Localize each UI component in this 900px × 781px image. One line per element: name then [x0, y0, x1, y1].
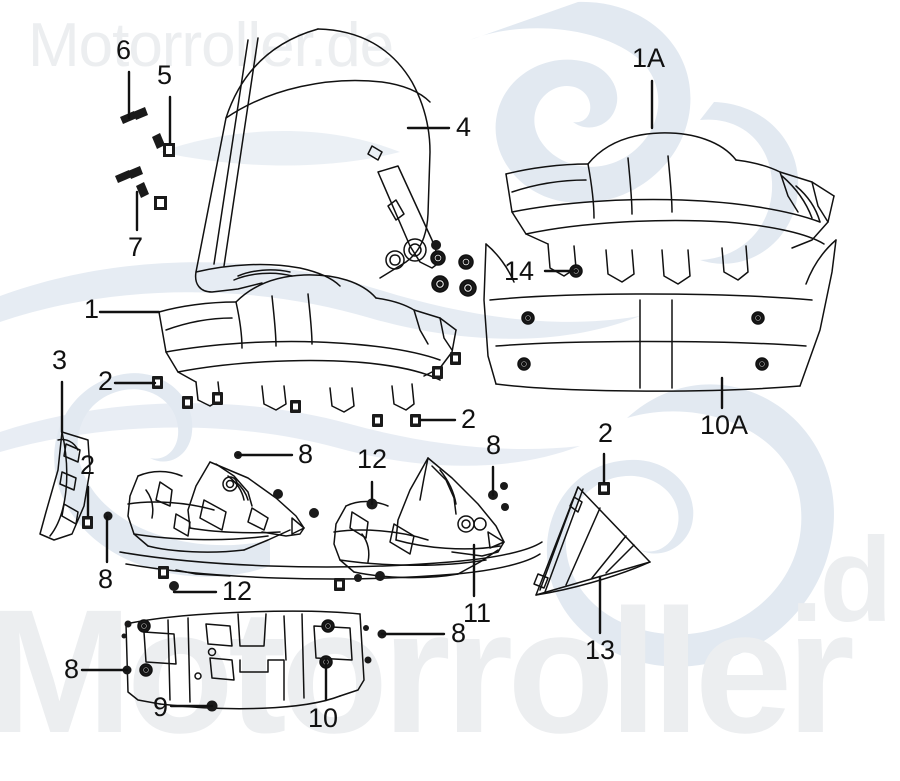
- callout-label-6[interactable]: 6: [116, 35, 132, 65]
- callout-label-13[interactable]: 13: [585, 635, 616, 665]
- callout-label-14[interactable]: 14: [504, 256, 535, 286]
- callout-label-10[interactable]: 10: [308, 703, 339, 733]
- callout-label-8-b[interactable]: 8: [486, 430, 502, 460]
- callout-label-1[interactable]: 1: [84, 294, 100, 324]
- part-lower-rail: [119, 541, 543, 580]
- washer-stack: [430, 240, 477, 297]
- callout-label-8-a[interactable]: 8: [298, 439, 314, 469]
- part-front-fairing-inner-panel-variant: [505, 132, 835, 285]
- callout-label-2-b[interactable]: 2: [80, 450, 96, 480]
- callout-label-12-b[interactable]: 12: [222, 576, 253, 606]
- part-lower-front-cowl: [483, 239, 837, 392]
- part-front-panel-bracket-right: [333, 457, 505, 579]
- callout-label-8-e[interactable]: 8: [64, 654, 80, 684]
- part-windshield: [194, 28, 441, 293]
- callout-label-11[interactable]: 11: [463, 598, 492, 628]
- screw-cluster: [103, 451, 509, 712]
- part-front-panel-bracket-left: [127, 461, 305, 553]
- callout-label-2-d[interactable]: 2: [598, 418, 614, 448]
- callout-label-8-c[interactable]: 8: [98, 564, 114, 594]
- fastener-cluster-top-left: [115, 107, 175, 210]
- part-side-cover-triangle: [533, 486, 651, 596]
- callout-label-5[interactable]: 5: [157, 60, 173, 90]
- callout-label-4[interactable]: 4: [456, 112, 472, 142]
- part-lower-center-cover: [125, 610, 365, 710]
- callout-label-3[interactable]: 3: [52, 345, 68, 375]
- part-side-trim-strip-left: [39, 431, 91, 541]
- callout-label-7[interactable]: 7: [128, 232, 144, 262]
- leader-lines: [60, 70, 724, 708]
- part-front-fairing-inner-panel: [158, 274, 457, 413]
- callout-label-10A[interactable]: 10A: [700, 410, 749, 440]
- callout-label-8-d[interactable]: 8: [451, 618, 467, 648]
- clip-nut-cluster: [82, 352, 610, 591]
- callout-label-9[interactable]: 9: [153, 692, 169, 722]
- callout-label-12-a[interactable]: 12: [357, 444, 388, 474]
- callout-label-1A[interactable]: 1A: [632, 43, 666, 73]
- callout-label-2-a[interactable]: 2: [98, 366, 114, 396]
- callout-label-2-c[interactable]: 2: [461, 404, 477, 434]
